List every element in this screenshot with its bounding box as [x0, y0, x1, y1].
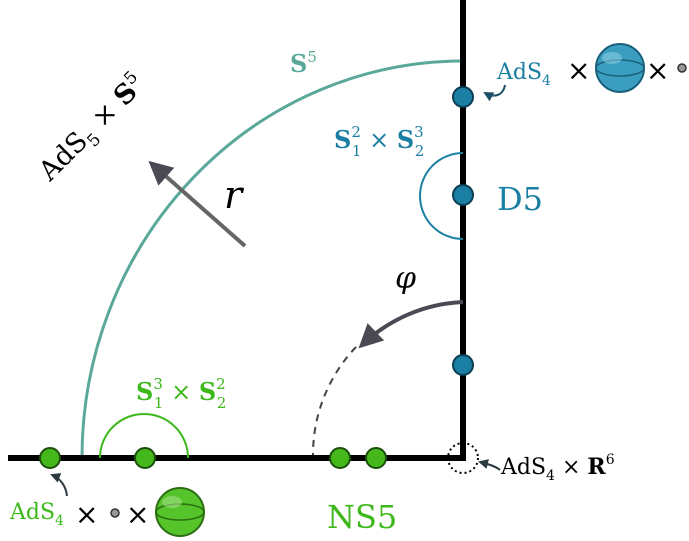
ns5-brane-4	[365, 447, 387, 469]
sphere-icon	[595, 43, 645, 93]
ns5-label: NS5	[327, 498, 397, 536]
ads4-corner-pointer	[478, 459, 501, 471]
ads4-bottom-pointer	[50, 473, 68, 497]
ns5-brane-1	[39, 447, 61, 469]
s5-label: S5	[290, 48, 317, 78]
d5-brane-1	[452, 86, 474, 108]
ns5-product-arc	[99, 413, 189, 459]
phi-label: φ	[395, 261, 416, 296]
d5-product-arc	[419, 152, 464, 240]
r-label: r	[224, 173, 245, 217]
r-arrow	[148, 160, 247, 248]
ns5-brane-3	[329, 447, 351, 469]
s5-arc	[80, 59, 464, 459]
ads4-top-cross-2: ×	[646, 54, 669, 87]
corner-dotted-circle	[447, 442, 479, 474]
ads4-bottom-cross-2: ×	[126, 498, 149, 531]
phi-arc-dashed	[311, 346, 357, 456]
point-icon	[110, 508, 120, 518]
point-icon	[677, 63, 687, 73]
ns5-brane-2	[134, 447, 156, 469]
ads5-s5-label: AdS5 × S5	[31, 67, 155, 191]
ads4-bottom-label: AdS4	[9, 500, 64, 529]
d5-brane-2	[452, 184, 474, 206]
sphere-icon	[155, 487, 205, 537]
phi-arc-solid	[358, 300, 464, 349]
ads4-top-pointer	[483, 84, 506, 102]
ads4-corner-label: AdS4 × R6	[500, 452, 615, 484]
ads4-top-cross-1: ×	[567, 54, 590, 87]
ads4-bottom-cross-1: ×	[75, 498, 98, 531]
d5-label: D5	[497, 180, 543, 218]
d5-brane-3	[452, 354, 474, 376]
ads4-top-label: AdS4	[496, 60, 551, 89]
